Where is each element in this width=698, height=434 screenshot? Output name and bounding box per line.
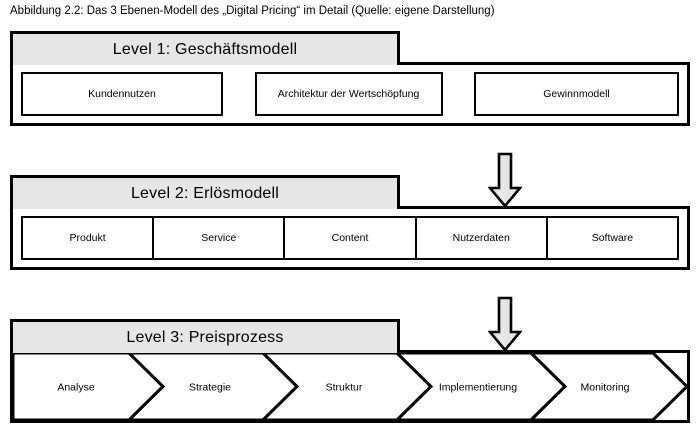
level-2-item-produkt[interactable]: Produkt: [23, 218, 155, 258]
level-1-item-architektur[interactable]: Architektur der Wertschöpfung: [254, 72, 443, 116]
level-1-item-label: Architektur der Wertschöpfung: [277, 88, 420, 100]
level-2-item-label: Service: [201, 232, 237, 244]
level-2-item-label: Content: [331, 232, 369, 244]
level-1-item-kundennutzen[interactable]: Kundennutzen: [21, 72, 223, 116]
level-3-step-label: Implementierung: [439, 382, 517, 394]
level-2-header-label: Level 2: Erlösmodell: [130, 184, 280, 202]
level-1-item-label: Kundennutzen: [88, 88, 156, 100]
level-1-header: Level 1: Geschäftsmodell: [10, 31, 400, 65]
level-2-header: Level 2: Erlösmodell: [10, 175, 400, 209]
level-3-step-label: Analyse: [57, 382, 95, 394]
figure-caption: Abbildung 2.2: Das 3 Ebenen-Modell des „…: [10, 5, 495, 17]
level-3-process-chain: Analyse Strategie Struktur Implementieru…: [11, 351, 690, 422]
level-2-body: Produkt Service Content Nutzerdaten Soft…: [10, 206, 690, 270]
level-1-item-label: Gewinnmodell: [543, 88, 610, 100]
arrow-level2-to-level3-icon: [487, 296, 523, 353]
level-3-body: Analyse Strategie Struktur Implementieru…: [10, 350, 690, 423]
level-2-item-service[interactable]: Service: [154, 218, 286, 258]
level-2-item-row: Produkt Service Content Nutzerdaten Soft…: [21, 216, 679, 260]
level-1-body: Kundennutzen Architektur der Wertschöpfu…: [10, 62, 690, 126]
level-2-item-label: Nutzerdaten: [452, 232, 510, 244]
level-2-item-label: Software: [591, 232, 634, 244]
level-2-block: Level 2: Erlösmodell Produkt Service Con…: [10, 175, 690, 270]
level-3-step-label: Monitoring: [580, 382, 629, 394]
level-1-item-gewinnmodell[interactable]: Gewinnmodell: [474, 72, 679, 116]
level-3-block: Level 3: Preisprozess Analyse Strategie …: [10, 319, 690, 423]
level-1-item-row: Kundennutzen Architektur der Wertschöpfu…: [21, 72, 679, 116]
level-3-step-label: Struktur: [326, 382, 363, 394]
level-3-header-label: Level 3: Preisprozess: [126, 328, 284, 346]
level-2-item-software[interactable]: Software: [548, 218, 677, 258]
level-3-header: Level 3: Preisprozess: [10, 319, 400, 353]
level-2-item-label: Produkt: [69, 232, 106, 244]
level-1-block: Level 1: Geschäftsmodell Kundennutzen Ar…: [10, 31, 690, 126]
level-2-item-nutzerdaten[interactable]: Nutzerdaten: [417, 218, 548, 258]
level-3-step-monitoring[interactable]: Monitoring: [527, 351, 690, 422]
level-2-item-content[interactable]: Content: [285, 218, 417, 258]
level-1-header-label: Level 1: Geschäftsmodell: [112, 40, 298, 58]
level-3-step-label: Strategie: [189, 382, 231, 394]
arrow-level1-to-level2-icon: [487, 152, 523, 209]
